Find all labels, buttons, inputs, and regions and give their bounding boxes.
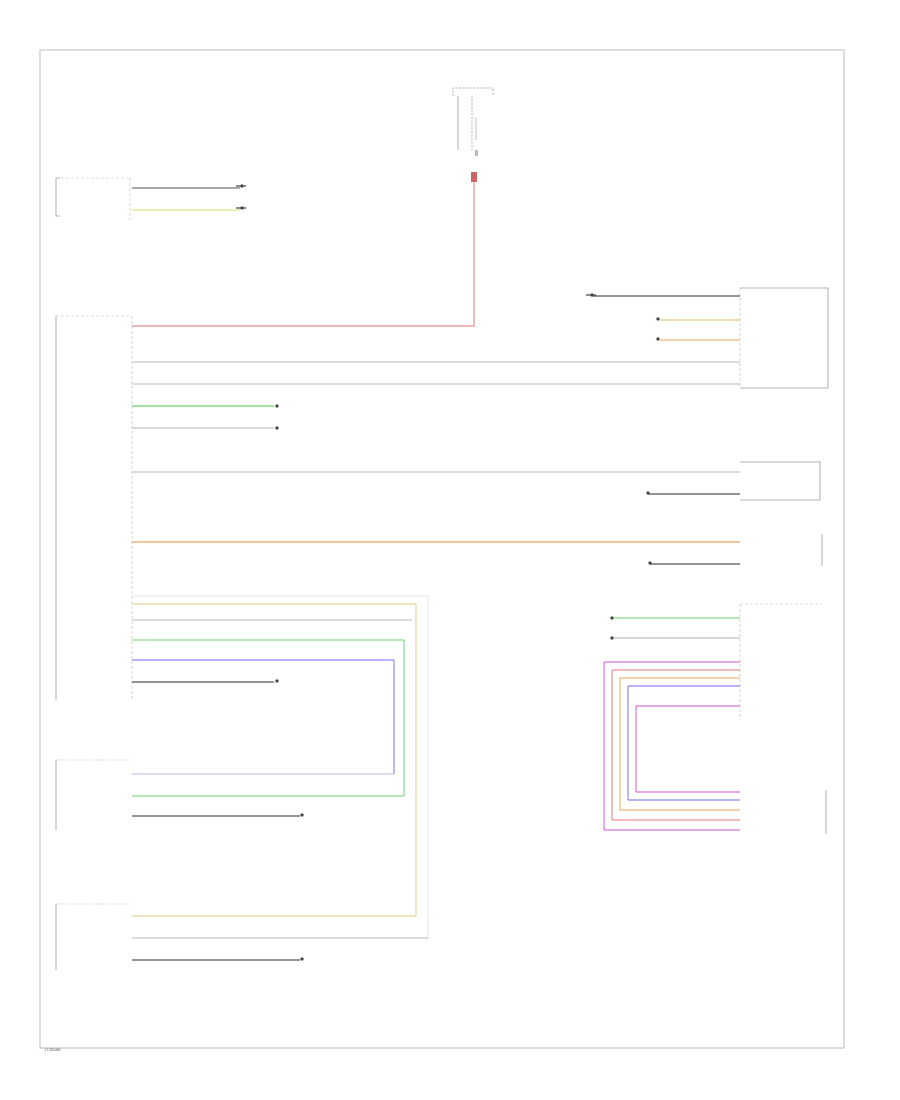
right-rear-tail-lamp bbox=[740, 461, 821, 501]
right-front-turn-module bbox=[55, 903, 428, 970]
headlamp-switch-box bbox=[739, 287, 829, 389]
sheet-frame bbox=[39, 49, 845, 1049]
right-side-module bbox=[603, 603, 827, 834]
left-front-turn-module bbox=[55, 759, 404, 830]
lower-left-module-wires bbox=[132, 595, 429, 940]
footer-code: 1T2B38B bbox=[44, 1047, 61, 1052]
main-left-module bbox=[55, 315, 133, 700]
wire-red bbox=[132, 182, 475, 327]
top-connector bbox=[452, 87, 494, 182]
upper-left-module bbox=[55, 177, 246, 220]
